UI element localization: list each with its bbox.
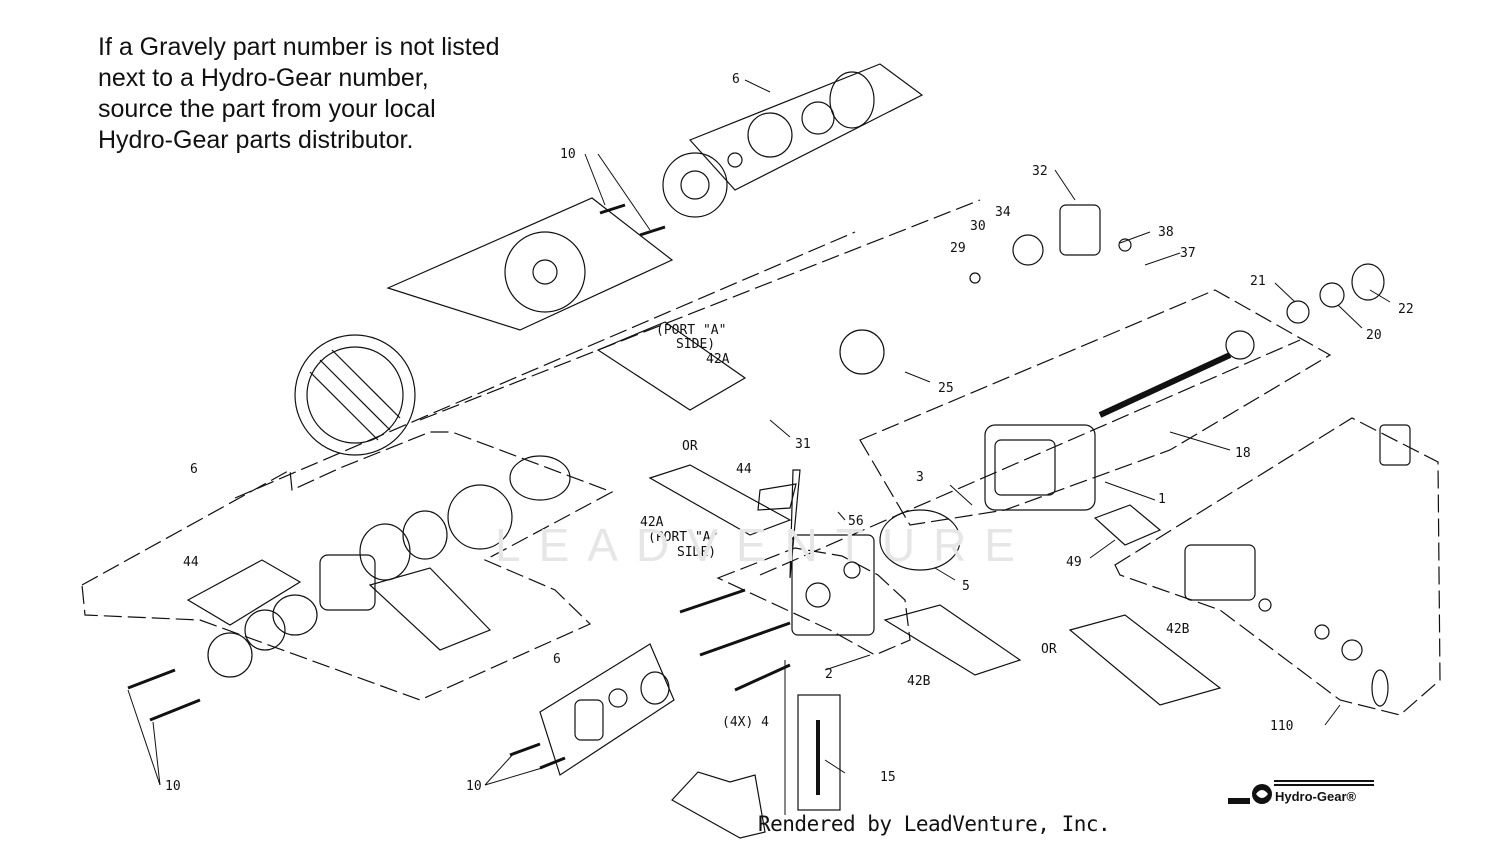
callout-5: 5 — [962, 579, 970, 594]
callout-or-2: OR — [1041, 642, 1057, 657]
callout-110: 110 — [1270, 719, 1293, 734]
fan-housing — [294, 334, 416, 456]
callout-42b-2: 42B — [907, 674, 931, 689]
charge-relief-valve — [797, 694, 841, 811]
callout-31: 31 — [795, 437, 811, 452]
watermark: LEADVENTURE — [495, 519, 1033, 571]
right-bracket-parts — [1184, 424, 1411, 707]
callout-56: 56 — [848, 514, 864, 529]
parts-note: If a Gravely part number is not listed n… — [98, 32, 558, 156]
callout-10-bottom: 10 — [466, 779, 482, 794]
gasket — [879, 509, 961, 571]
valve-boxes — [186, 321, 1222, 706]
callout-22: 22 — [1398, 302, 1414, 317]
callout-42a-2: 42A — [640, 515, 664, 530]
bolts — [127, 203, 791, 770]
bearing-plate — [662, 152, 728, 218]
dash-line — [419, 199, 981, 421]
group-outline-bottom-cover — [539, 643, 675, 776]
fan — [504, 231, 586, 313]
render-credit: Rendered by LeadVenture, Inc. — [758, 812, 1111, 836]
callout-1: 1 — [1158, 492, 1166, 507]
callout-34: 34 — [995, 205, 1011, 220]
callout-37: 37 — [1180, 246, 1196, 261]
note-line: Hydro-Gear parts distributor. — [98, 126, 414, 154]
pump-assembly-top — [839, 204, 1132, 375]
group-outline-center-housing — [859, 289, 1332, 526]
callout-25: 25 — [938, 381, 954, 396]
top-cover-parts — [727, 71, 875, 168]
note-line: source the part from your local — [98, 95, 436, 123]
callout-2: 2 — [825, 667, 833, 682]
callout-or-1: OR — [682, 439, 698, 454]
group-outline-valves — [716, 547, 911, 656]
callout-10-left: 10 — [165, 779, 181, 794]
callout-49: 49 — [1066, 555, 1082, 570]
dash-line — [234, 231, 856, 499]
leader-lines — [127, 79, 1391, 815]
callout-42b-1: 42B — [1166, 622, 1190, 637]
center-section — [791, 534, 875, 636]
callout-44-left: 44 — [183, 555, 199, 570]
callout-18: 18 — [1235, 446, 1251, 461]
callout-4x-4: (4X) 4 — [722, 715, 769, 730]
callout-30: 30 — [970, 219, 986, 234]
group-outline-fan — [386, 197, 674, 331]
callout-10-top: 10 — [560, 147, 576, 162]
group-outline-top-cover — [688, 63, 924, 191]
callout-port-a-2: (PORT "A" — [648, 530, 718, 545]
bottom-cover-parts — [574, 671, 670, 741]
callout-3: 3 — [916, 470, 924, 485]
callout-20: 20 — [1366, 328, 1382, 343]
mounting-bracket — [671, 771, 766, 839]
hydro-gear-logo-icon — [1228, 780, 1374, 804]
group-outline-right-bracket — [1114, 417, 1441, 716]
callout-6-left: 6 — [190, 462, 198, 477]
note-line: next to a Hydro-Gear number, — [98, 64, 429, 92]
group-outline-left-assembly — [81, 431, 614, 701]
note-line: If a Gravely part number is not listed — [98, 33, 500, 61]
dash-line — [759, 339, 1301, 576]
left-plate-parts — [207, 455, 571, 678]
callout-6-bottom: 6 — [553, 652, 561, 667]
callout-38: 38 — [1158, 225, 1174, 240]
callout-44-mid: 44 — [736, 462, 752, 477]
main-housing — [984, 424, 1096, 511]
hydro-gear-logo-text: Hydro-Gear® — [1275, 789, 1357, 804]
callout-port-a-2b: SIDE) — [677, 545, 716, 560]
callout-port-a-1b: SIDE) — [676, 337, 715, 352]
shaft-parts — [1098, 263, 1385, 418]
callout-port-a-1: (PORT "A" — [656, 323, 726, 338]
callout-42a-1: 42A — [706, 352, 730, 367]
callout-6-top: 6 — [732, 72, 740, 87]
callout-29: 29 — [950, 241, 966, 256]
callout-32: 32 — [1032, 164, 1048, 179]
callout-21: 21 — [1250, 274, 1266, 289]
callout-15: 15 — [880, 770, 896, 785]
